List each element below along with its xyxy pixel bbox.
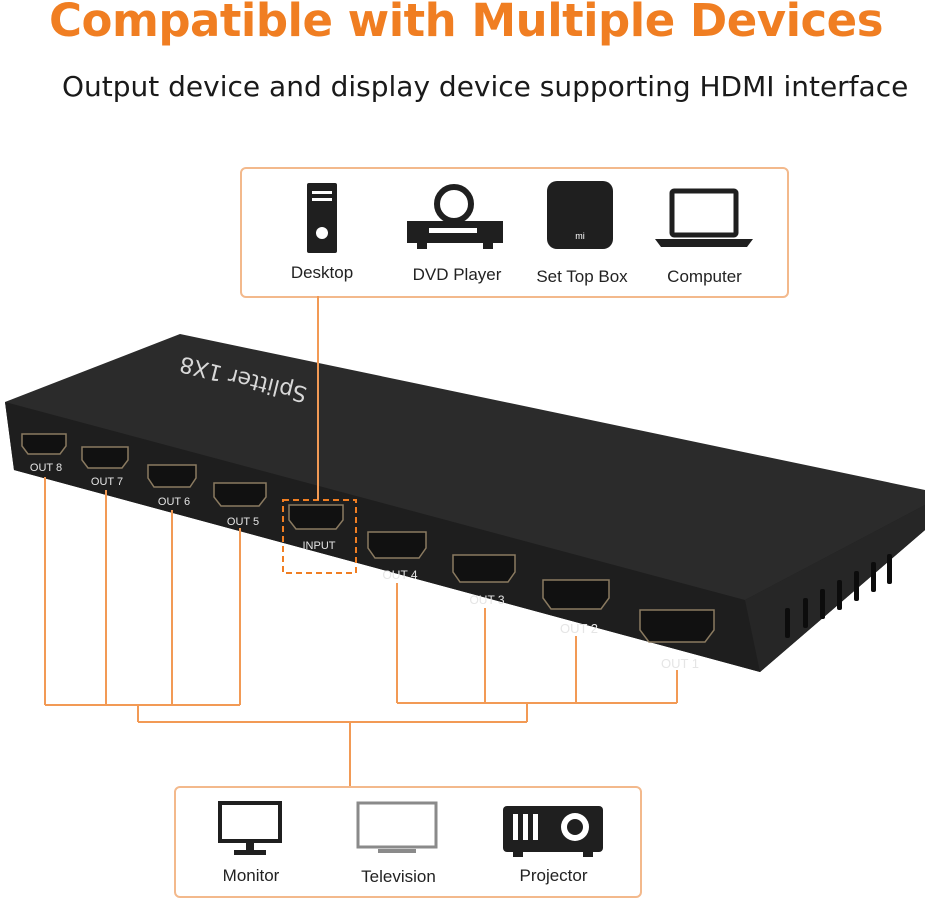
display-device-label: Monitor [222, 866, 280, 885]
source-device-desktop: Desktop [282, 181, 362, 291]
display-device-monitor: Monitor [206, 800, 296, 895]
source-device-set-top-box: mi Set Top Box [527, 181, 637, 291]
svg-text:OUT 1: OUT 1 [661, 656, 699, 671]
svg-text:OUT 8: OUT 8 [30, 462, 62, 474]
page-subtitle: Output device and display device support… [62, 70, 909, 103]
display-device-label: Television [361, 867, 436, 886]
svg-text:OUT 3: OUT 3 [469, 593, 504, 607]
source-device-computer: Computer [647, 181, 762, 291]
set-top-box-icon: mi [547, 181, 613, 249]
hdmi-port-out7: OUT 7 [81, 446, 129, 488]
svg-text:INPUT: INPUT [303, 540, 336, 552]
display-device-projector: Projector [491, 800, 616, 895]
dvd-player-icon [407, 184, 503, 249]
display-device-television: Television [346, 800, 451, 895]
page-title: Compatible with Multiple Devices [49, 0, 884, 47]
hdmi-ports: OUT 8 OUT 7 OUT 6 OUT 5 INPUT OUT 4 OUT … [21, 433, 715, 671]
projector-icon [503, 806, 603, 857]
svg-text:OUT 7: OUT 7 [91, 476, 123, 488]
source-devices-panel: Desktop DVD Player mi Set Top Box Comput… [240, 167, 789, 298]
monitor-icon [218, 801, 282, 855]
source-device-dvd-player: DVD Player [397, 181, 517, 291]
connection-lines [44, 296, 678, 786]
laptop-icon [655, 188, 753, 247]
hdmi-port-out2: OUT 2 [542, 579, 610, 636]
hdmi-port-input: INPUT [288, 504, 344, 552]
hdmi-port-out3: OUT 3 [452, 554, 516, 607]
television-icon [356, 801, 438, 853]
source-device-label: DVD Player [412, 265, 502, 284]
svg-text:mi: mi [575, 231, 585, 241]
svg-text:OUT 2: OUT 2 [560, 621, 598, 636]
hdmi-port-out8: OUT 8 [21, 433, 67, 474]
svg-text:OUT 5: OUT 5 [227, 516, 259, 528]
source-device-label: Computer [667, 267, 742, 286]
desktop-tower-icon [307, 183, 337, 253]
svg-text:OUT 6: OUT 6 [158, 496, 190, 508]
hdmi-port-out4: OUT 4 [367, 531, 427, 582]
source-device-label: Set Top Box [536, 267, 628, 286]
hdmi-port-out1: OUT 1 [639, 609, 715, 671]
display-devices-panel: Monitor Television Projector [174, 786, 642, 898]
hdmi-port-out5: OUT 5 [213, 482, 267, 528]
svg-text:OUT 4: OUT 4 [382, 568, 417, 582]
hdmi-splitter-device: Splitter 1X8 [5, 334, 925, 672]
input-port-highlight [282, 499, 357, 574]
display-device-label: Projector [519, 866, 588, 885]
source-device-label: Desktop [290, 263, 354, 282]
hdmi-port-out6: OUT 6 [147, 464, 197, 508]
